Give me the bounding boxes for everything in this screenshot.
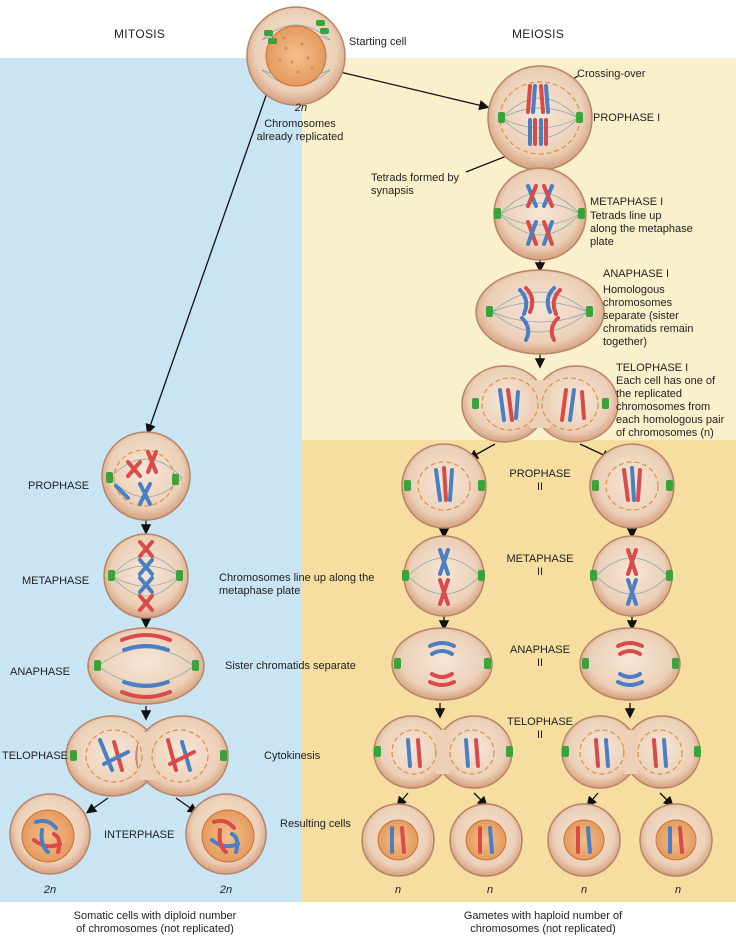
metaphase-i-note: Tetrads line up along the metaphase plat… — [590, 210, 693, 248]
mitosis-prophase-cell — [101, 431, 191, 521]
mitosis-telophase-note: Cytokinesis — [264, 750, 321, 762]
starting-cell — [246, 6, 346, 106]
mitosis-ploidy-right: 2n — [219, 884, 233, 896]
starting-cell-label: Starting cell — [349, 36, 407, 48]
mitosis-anaphase-label: ANAPHASE — [10, 666, 70, 678]
starting-cell-ploidy: 2n — [294, 102, 308, 114]
mitosis-telophase-cell — [65, 715, 229, 797]
meiosis-ii-metaphase-cells — [402, 535, 673, 617]
meiosis-header: MEIOSIS — [512, 27, 565, 41]
meiosis-prophase-i-cell — [487, 65, 593, 171]
mitosis-footer: Somatic cells with diploid number of chr… — [73, 910, 237, 935]
crossing-over-label: Crossing-over — [577, 68, 646, 80]
metaphase-ii-label: METAPHASE II — [506, 553, 574, 578]
meiosis-ii-prophase-cells — [401, 443, 675, 529]
meiosis-telophase-i-cell — [461, 365, 619, 443]
mitosis-metaphase-label: METAPHASE — [22, 575, 90, 587]
meiosis-footer: Gametes with haploid number of chromosom… — [463, 910, 623, 935]
mitosis-metaphase-cell — [103, 533, 189, 619]
mitosis-metaphase-note: Chromosomes line up along the metaphase … — [219, 572, 375, 597]
mitosis-anaphase-note: Sister chromatids separate — [225, 660, 356, 672]
telophase-ii-label: TELOPHASE II — [506, 716, 574, 741]
meiosis-ii-telophase-cells — [373, 715, 701, 789]
mitosis-header: MITOSIS — [114, 27, 166, 41]
mitosis-ploidy-left: 2n — [43, 884, 57, 896]
meiosis-metaphase-i-cell — [493, 167, 587, 261]
meiosis-gamete-cells — [361, 803, 713, 877]
anaphase-ii-label: ANAPHASE II — [510, 644, 570, 669]
tetrads-note: Tetrads formed by synapsis — [371, 172, 460, 197]
mitosis-prophase-label: PROPHASE — [28, 480, 90, 492]
meiosis-anaphase-i-cell — [475, 269, 605, 355]
gamete-ploidy-4: n — [674, 884, 682, 896]
metaphase-i-label: METAPHASE I — [590, 196, 664, 208]
anaphase-i-note: Homologous chromosomes separate (sister … — [603, 284, 694, 348]
prophase-i-label: PROPHASE I — [593, 112, 661, 124]
telophase-i-label: TELOPHASE I — [616, 362, 689, 374]
mitosis-anaphase-cell — [87, 627, 205, 705]
prophase-ii-label: PROPHASE II — [509, 468, 571, 493]
starting-cell-note: Chromosomes already replicated — [256, 118, 344, 143]
mitosis-telophase-label: TELOPHASE — [2, 750, 69, 762]
meiosis-ii-anaphase-cells — [391, 627, 681, 701]
resulting-cells-label: Resulting cells — [280, 818, 351, 830]
mitosis-interphase-label: INTERPHASE — [104, 829, 175, 841]
mitosis-interphase-cells — [9, 793, 267, 875]
gamete-ploidy-1: n — [394, 884, 402, 896]
gamete-ploidy-2: n — [486, 884, 494, 896]
anaphase-i-label: ANAPHASE I — [603, 268, 670, 280]
telophase-i-note: Each cell has one of the replicated chro… — [616, 375, 725, 439]
gamete-ploidy-3: n — [580, 884, 588, 896]
